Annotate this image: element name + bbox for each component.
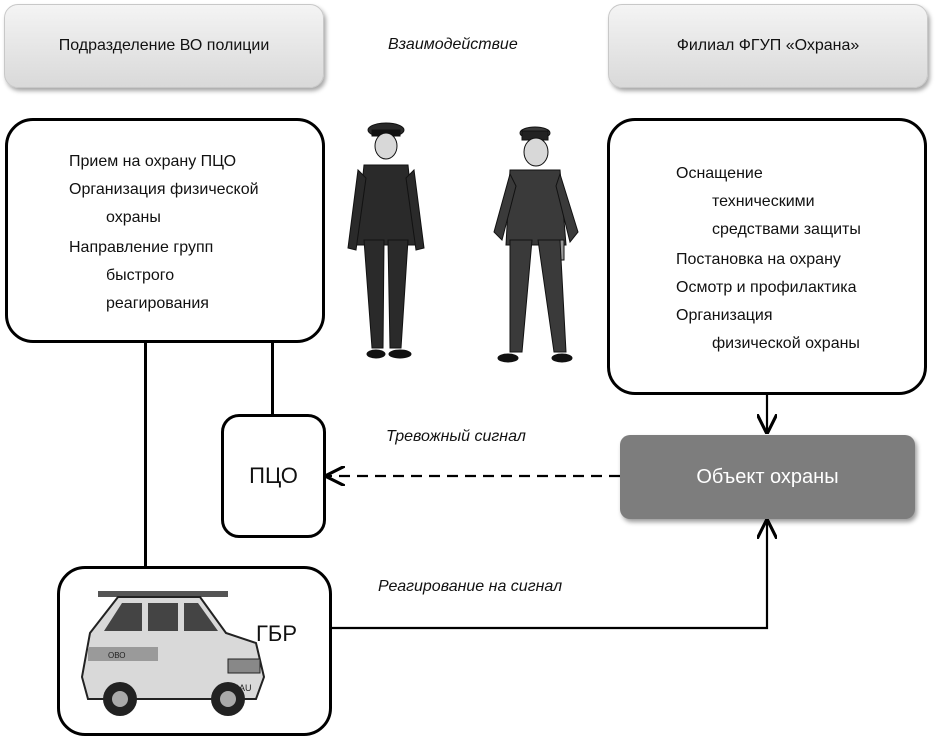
patrol-car-image: ОВО SAU (80, 591, 266, 716)
header-fgup: Филиал ФГУП «Охрана» (608, 4, 928, 88)
fgup-item-4-cont: физической охраны (712, 335, 860, 352)
car-side-text: ОВО (108, 651, 126, 660)
connector-left-to-pco (271, 340, 274, 416)
police-officer-figure (347, 122, 425, 359)
interaction-label: Взаимодействие (388, 36, 518, 53)
connector-left-to-gbr (144, 340, 147, 570)
security-guard-figure (493, 126, 579, 363)
police-item-3-cont2: реагирования (106, 295, 209, 312)
alarm-signal-label: Тревожный сигнал (386, 428, 526, 445)
fgup-item-3: Осмотр и профилактика (676, 279, 857, 296)
police-item-3: Направление групп (69, 239, 214, 256)
gbr-box: ОВО SAU ГБР (57, 566, 332, 736)
pco-box: ПЦО (221, 414, 326, 538)
police-item-2: Организация физической (69, 181, 259, 198)
fgup-functions-box: Оснащение техническими средствами защиты… (607, 118, 927, 395)
fgup-item-4: Организация (676, 307, 773, 324)
fgup-item-2: Постановка на охрану (676, 251, 841, 268)
header-police-label: Подразделение ВО полиции (58, 37, 270, 54)
police-functions-box: Прием на охрану ПЦО Организация физическ… (5, 118, 325, 343)
fgup-item-1-cont2: средствами защиты (712, 221, 861, 238)
fgup-item-1-cont: техническими (712, 193, 815, 210)
police-item-1: Прием на охрану ПЦО (69, 153, 237, 170)
car-plate-text: SAU (233, 683, 252, 693)
protected-object-label: Объект охраны (696, 465, 839, 488)
gbr-label: ГБР (256, 621, 298, 646)
police-item-3-cont: быстрого (106, 267, 175, 284)
arrow-response (330, 521, 767, 630)
fgup-item-1: Оснащение (676, 165, 763, 182)
protected-object-box: Объект охраны (620, 435, 915, 519)
header-police: Подразделение ВО полиции (4, 4, 324, 88)
response-label: Реагирование на сигнал (378, 578, 563, 595)
header-fgup-label: Филиал ФГУП «Охрана» (676, 37, 860, 54)
police-item-2-cont: охраны (106, 209, 161, 226)
pco-label: ПЦО (249, 463, 298, 488)
